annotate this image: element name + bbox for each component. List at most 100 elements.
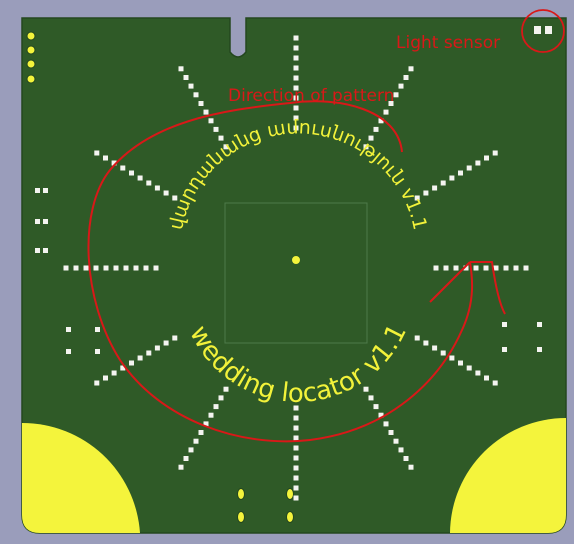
header-pins [26,31,36,84]
led-pad [172,195,178,201]
led-pad [293,35,299,41]
copper-pour-left [22,422,140,533]
led-pad [293,485,299,491]
led-pad [94,380,100,386]
copper-pour-right [450,418,566,533]
light-sensor-label: Light sensor [396,33,500,53]
led-pad [363,386,369,392]
led-pad [178,66,184,72]
led-pad [120,365,126,371]
led-pad [463,265,469,271]
led-pad [111,160,117,166]
led-arm [363,386,414,470]
led-pad [293,85,299,91]
led-pad [129,170,134,176]
led-pad [403,75,409,80]
led-pad [198,101,204,106]
led-pad [183,75,189,80]
led-pad [133,265,139,271]
led-pad [373,404,379,410]
led-pad [293,435,299,441]
led-pad [475,370,481,376]
led-pad [178,464,184,470]
led-pad [408,464,414,470]
led-pad [198,430,204,435]
center-module-outline [224,202,368,344]
led-pad [398,447,404,453]
led-pad [154,185,160,191]
led-pad [183,456,189,461]
led-pad [163,190,169,196]
led-pad [111,370,117,376]
led-pad [154,345,160,351]
led-pad [388,430,394,435]
led-pad [146,180,152,186]
led-pad [293,455,299,461]
led-pad [293,115,299,121]
led-pad [423,190,429,196]
led-arm [293,405,299,501]
led-pad [203,421,209,427]
led-pad [408,66,414,72]
led-pad [63,265,69,271]
led-pad [223,144,229,150]
led-pad [73,265,79,271]
led-pad [458,170,463,176]
led-arms [63,35,529,501]
led-arm [414,150,498,201]
led-pad [188,83,194,89]
led-pad [368,135,374,141]
led-pad [432,345,438,351]
led-pad [423,340,429,346]
led-pad [483,265,489,271]
left-components [35,188,542,354]
led-pad [458,360,463,366]
led-pad [293,95,299,101]
led-pad [193,438,199,444]
led-pad [293,425,299,431]
led-pad [137,175,143,181]
led-pad [363,144,369,150]
led-arm [63,265,159,271]
led-pad [103,155,108,161]
led-pad [473,265,479,271]
direction-label: Direction of pattern [228,86,394,106]
led-arm [94,335,178,386]
led-pad [293,55,299,61]
led-pad [373,126,379,132]
led-pad [137,355,143,361]
led-pad [103,375,108,381]
led-pad [188,447,194,453]
led-pad [293,405,299,411]
led-pad [123,265,129,271]
led-pad [293,45,299,51]
led-pad [466,165,472,171]
led-pad [484,155,489,161]
led-pad [513,265,519,271]
led-arm [178,386,229,470]
led-pad [208,412,214,418]
led-pad [440,350,446,356]
led-pad [378,118,384,124]
led-pad [293,445,299,451]
led-pad [120,165,126,171]
led-pad [378,412,384,418]
led-pad [433,265,439,271]
led-pad [398,83,404,89]
led-pad [414,195,420,201]
led-arm [433,265,529,271]
led-arm [94,150,178,201]
led-arm [414,335,498,386]
led-pad [208,118,214,124]
led-pad [503,265,509,271]
direction-spiral-arrow [87,100,506,443]
led-pad [449,175,455,181]
led-pad [153,265,159,271]
led-pad [414,335,420,341]
led-pad [146,350,152,356]
led-pad [383,421,389,427]
led-pad [293,475,299,481]
led-pad [94,150,100,156]
light-sensor-pads [534,26,552,34]
